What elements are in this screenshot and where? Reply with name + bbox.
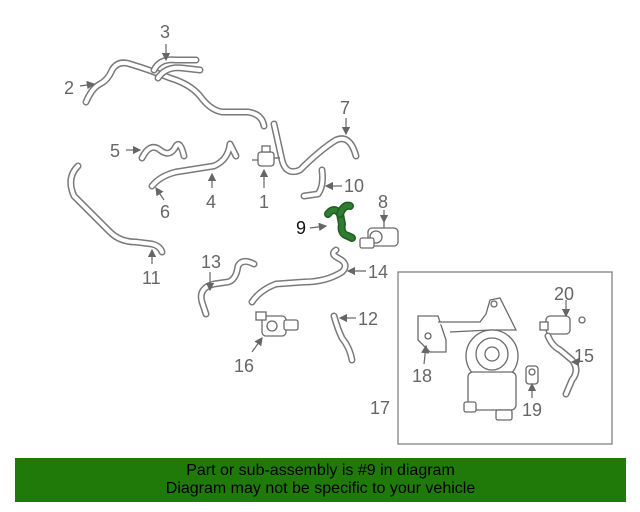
callout-7: 7 [340,98,350,118]
callout-2: 2 [64,78,74,98]
callout-6: 6 [160,202,170,222]
callout-10: 10 [344,176,364,196]
hose-part-2 [82,59,268,130]
part-16-valve [255,311,299,337]
callout-15: 15 [574,346,594,366]
hose-part-11 [67,162,166,256]
banner-line-1: Part or sub-assembly is #9 in diagram [186,462,455,479]
hose-part-5 [138,140,188,162]
callout-16: 16 [234,356,254,376]
hose-part-12 [330,312,356,364]
banner-line-2: Diagram may not be specific to your vehi… [165,480,476,497]
info-banner: Part or sub-assembly is #9 in diagram Di… [15,458,626,502]
callout-18: 18 [412,366,432,386]
callout-14: 14 [368,262,388,282]
hose-part-4 [148,140,240,190]
parts-diagram: 3 2 7 5 1 4 6 10 8 9 11 13 14 12 16 17 1… [64,22,613,445]
callout-1: 1 [259,192,269,212]
inset-box-17 [397,271,613,445]
callout-19: 19 [522,400,542,420]
callout-9-highlighted: 9 [296,218,306,238]
hose-part-7 [270,120,360,176]
hose-part-13 [197,257,258,318]
callout-4: 4 [206,192,216,212]
hose-part-10 [300,166,326,200]
callout-3: 3 [160,22,170,42]
callout-20: 20 [554,284,574,304]
callout-13: 13 [201,252,221,272]
hose-part-9-highlighted [324,201,356,242]
callout-8: 8 [378,192,388,212]
hose-part-14 [248,246,349,306]
part-1-valve [252,145,280,167]
callout-12: 12 [358,309,378,329]
hose-part-3 [150,56,204,82]
callout-17: 17 [370,398,390,418]
leader-lines [79,44,580,398]
part-8-valve [359,222,399,249]
callout-11: 11 [142,268,161,288]
callout-5: 5 [110,141,120,161]
